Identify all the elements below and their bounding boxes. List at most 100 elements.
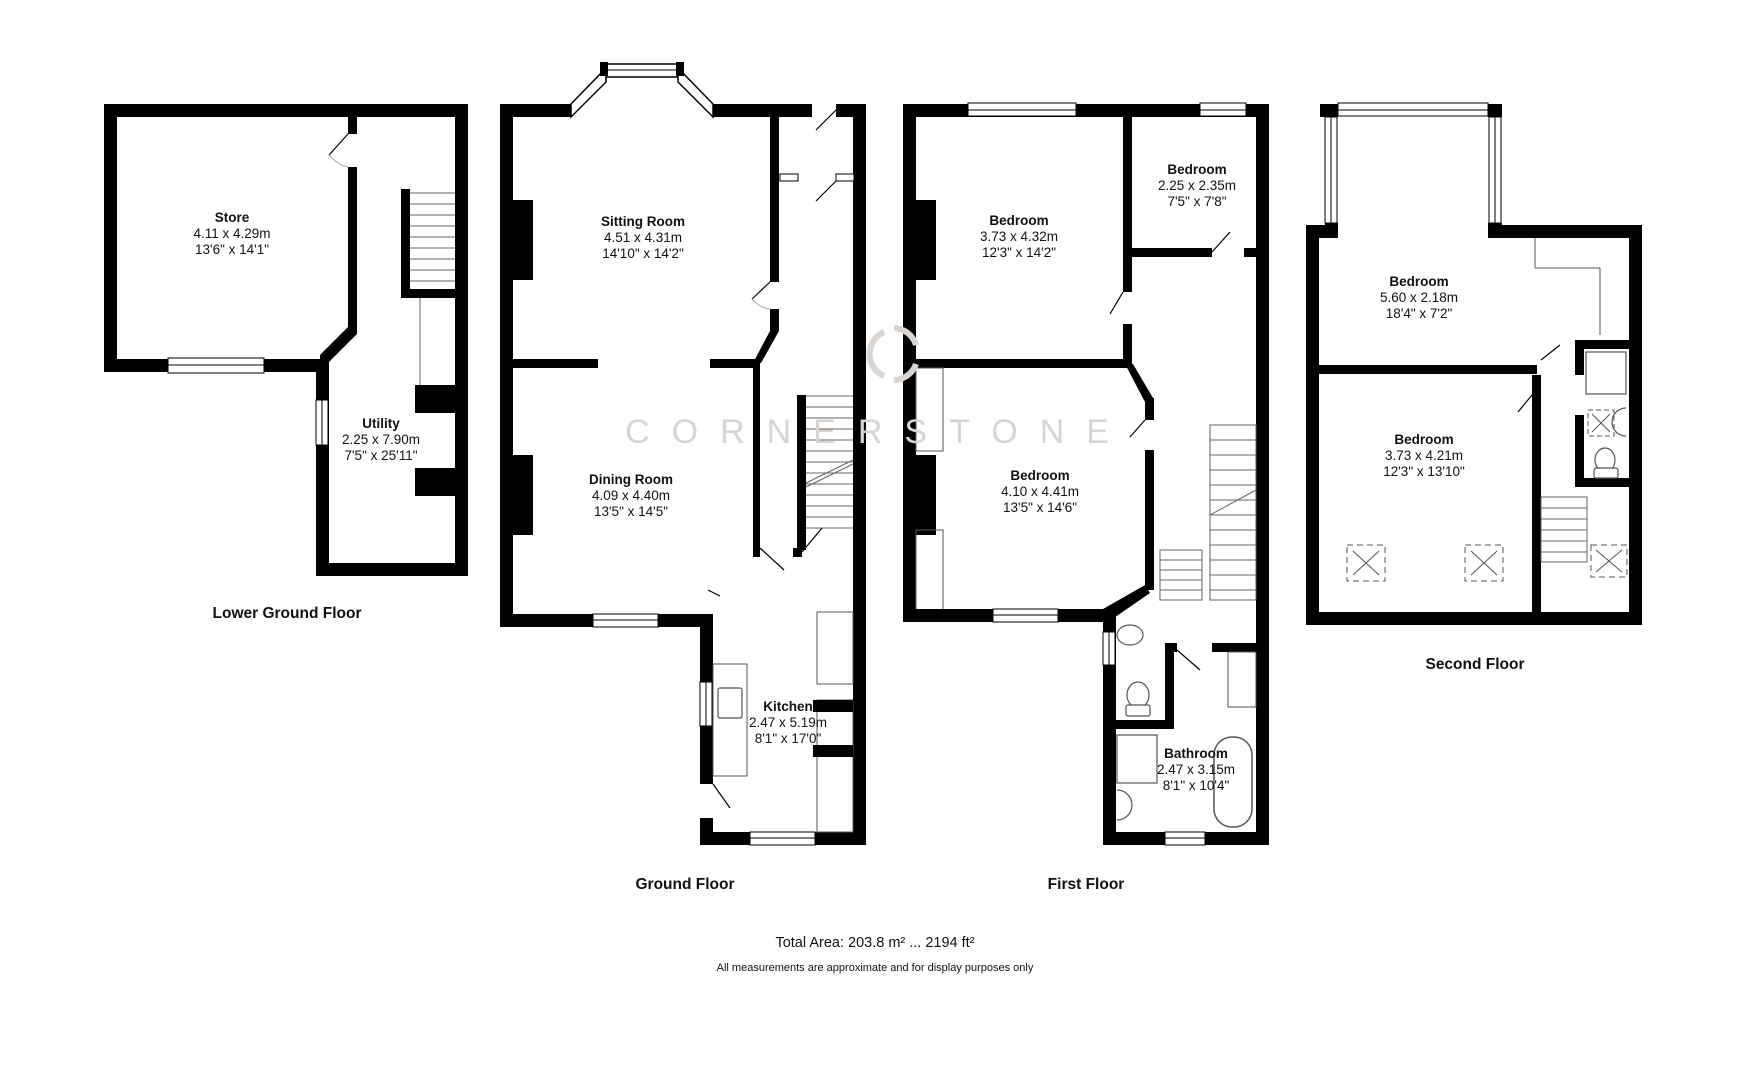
wall	[1320, 104, 1338, 117]
room-name: Kitchen	[763, 699, 813, 714]
disclaimer: All measurements are approximate and for…	[716, 962, 1034, 974]
room-imperial: 8'1" x 17'0"	[754, 731, 822, 747]
chimney-breast	[415, 385, 455, 413]
bay-post	[600, 62, 608, 76]
wall	[1123, 117, 1132, 292]
room-label-bedroom-5: Bedroom 3.73 x 4.21m 12'3" x 13'10"	[1383, 432, 1465, 481]
wall	[770, 117, 779, 282]
room-imperial: 13'5" x 14'6"	[1002, 500, 1078, 516]
angled-wall	[320, 327, 357, 362]
wall	[104, 104, 468, 117]
room-label-store: Store 4.11 x 4.29m 13'6" x 14'1"	[193, 210, 270, 259]
room-label-bedroom-4: Bedroom 5.60 x 2.18m 18'4" x 7'2"	[1380, 274, 1458, 323]
total-area: Total Area: 203.8 m² ... 2194 ft²	[775, 935, 975, 951]
room-label-bedroom-1: Bedroom 3.73 x 4.32m 12'3" x 14'2"	[980, 213, 1058, 262]
wall	[348, 167, 357, 327]
room-imperial: 8'1" x 10'4"	[1162, 778, 1230, 794]
room-name: Bedroom	[1389, 274, 1449, 289]
angled-wall	[753, 331, 779, 363]
basin-icon	[1116, 624, 1144, 646]
room-imperial: 13'6" x 14'1"	[194, 242, 270, 258]
bath-icon	[1213, 736, 1253, 828]
basin-icon	[1116, 789, 1133, 821]
wall	[1123, 324, 1132, 364]
watermark-logo-icon	[866, 325, 919, 383]
room-name: Bedroom	[1010, 468, 1070, 483]
wall	[513, 359, 598, 368]
skylight-icon	[1346, 544, 1386, 582]
counter	[816, 611, 854, 685]
wall	[1165, 643, 1177, 652]
wall	[753, 548, 760, 557]
wall	[348, 117, 357, 134]
stair-wall	[401, 289, 455, 298]
first-floor-plan	[903, 102, 1269, 846]
wall	[1488, 104, 1502, 117]
room-metric: 4.10 x 4.41m	[1000, 484, 1080, 500]
room-metric: 4.51 x 4.31m	[603, 230, 683, 246]
wall	[1488, 223, 1502, 238]
cupboard	[1534, 238, 1601, 335]
toilet-icon	[1126, 681, 1150, 709]
chimney-breast	[513, 455, 533, 535]
room-name: Bedroom	[1167, 162, 1227, 177]
counter	[712, 663, 748, 777]
wall	[770, 309, 779, 331]
wall	[1145, 450, 1154, 590]
room-label-bathroom: Bathroom 2.47 x 3.15m 8'1" x 10'4"	[1157, 746, 1235, 795]
wall	[1145, 398, 1154, 420]
staircase	[410, 192, 455, 385]
wall	[1116, 720, 1174, 729]
lower-ground-floor-plan	[104, 104, 468, 576]
room-imperial: 18'4" x 7'2"	[1385, 306, 1453, 322]
wall	[916, 359, 1128, 368]
floor-title-lower-ground: Lower Ground Floor	[212, 605, 362, 622]
second-floor-plan	[1306, 102, 1642, 625]
room-metric: 2.47 x 5.19m	[748, 715, 828, 731]
wall	[1502, 225, 1642, 238]
room-name: Bathroom	[1164, 746, 1228, 761]
wall	[1244, 248, 1256, 257]
wall	[713, 104, 798, 117]
room-label-dining-room: Dining Room 4.09 x 4.40m 13'5" x 14'5"	[589, 472, 673, 521]
skylight-icon	[1464, 544, 1504, 582]
wall	[316, 359, 329, 576]
wall	[1575, 478, 1629, 487]
shower-icon	[1585, 351, 1627, 395]
wall	[1575, 415, 1584, 485]
wall	[1306, 612, 1642, 625]
room-name: Bedroom	[1394, 432, 1454, 447]
wall	[813, 700, 853, 712]
room-imperial: 7'5" x 7'8"	[1167, 194, 1227, 210]
room-metric: 3.73 x 4.21m	[1384, 448, 1464, 464]
room-label-bedroom-2: Bedroom 2.25 x 2.35m 7'5" x 7'8"	[1158, 162, 1236, 211]
room-label-bedroom-3: Bedroom 4.10 x 4.41m 13'5" x 14'6"	[1001, 468, 1079, 517]
chimney-breast	[513, 200, 533, 280]
room-name: Utility	[362, 416, 400, 431]
sink-icon	[717, 687, 743, 719]
wardrobe	[915, 529, 944, 614]
staircase	[1159, 424, 1257, 601]
room-metric: 2.47 x 3.15m	[1156, 762, 1236, 778]
chimney-breast	[415, 468, 455, 496]
ground-floor-plan	[500, 62, 866, 846]
room-imperial: 7'5" x 25'11"	[344, 448, 418, 464]
floor-title-first: First Floor	[1047, 876, 1125, 893]
wall	[1103, 609, 1116, 844]
wall	[1629, 225, 1642, 625]
chimney-breast	[916, 200, 936, 280]
room-imperial: 12'3" x 14'2"	[981, 245, 1057, 261]
room-metric: 2.25 x 2.35m	[1157, 178, 1237, 194]
wall	[500, 104, 571, 117]
wall	[1132, 248, 1212, 257]
room-metric: 3.73 x 4.32m	[979, 229, 1059, 245]
room-label-utility: Utility 2.25 x 7.90m 7'5" x 25'11"	[342, 416, 420, 465]
window	[835, 173, 855, 182]
staircase	[1540, 496, 1588, 563]
room-imperial: 14'10" x 14'2"	[602, 246, 684, 262]
wall	[793, 548, 802, 557]
floor-title-second: Second Floor	[1425, 656, 1525, 673]
room-name: Dining Room	[589, 472, 673, 487]
wall	[1306, 225, 1319, 625]
